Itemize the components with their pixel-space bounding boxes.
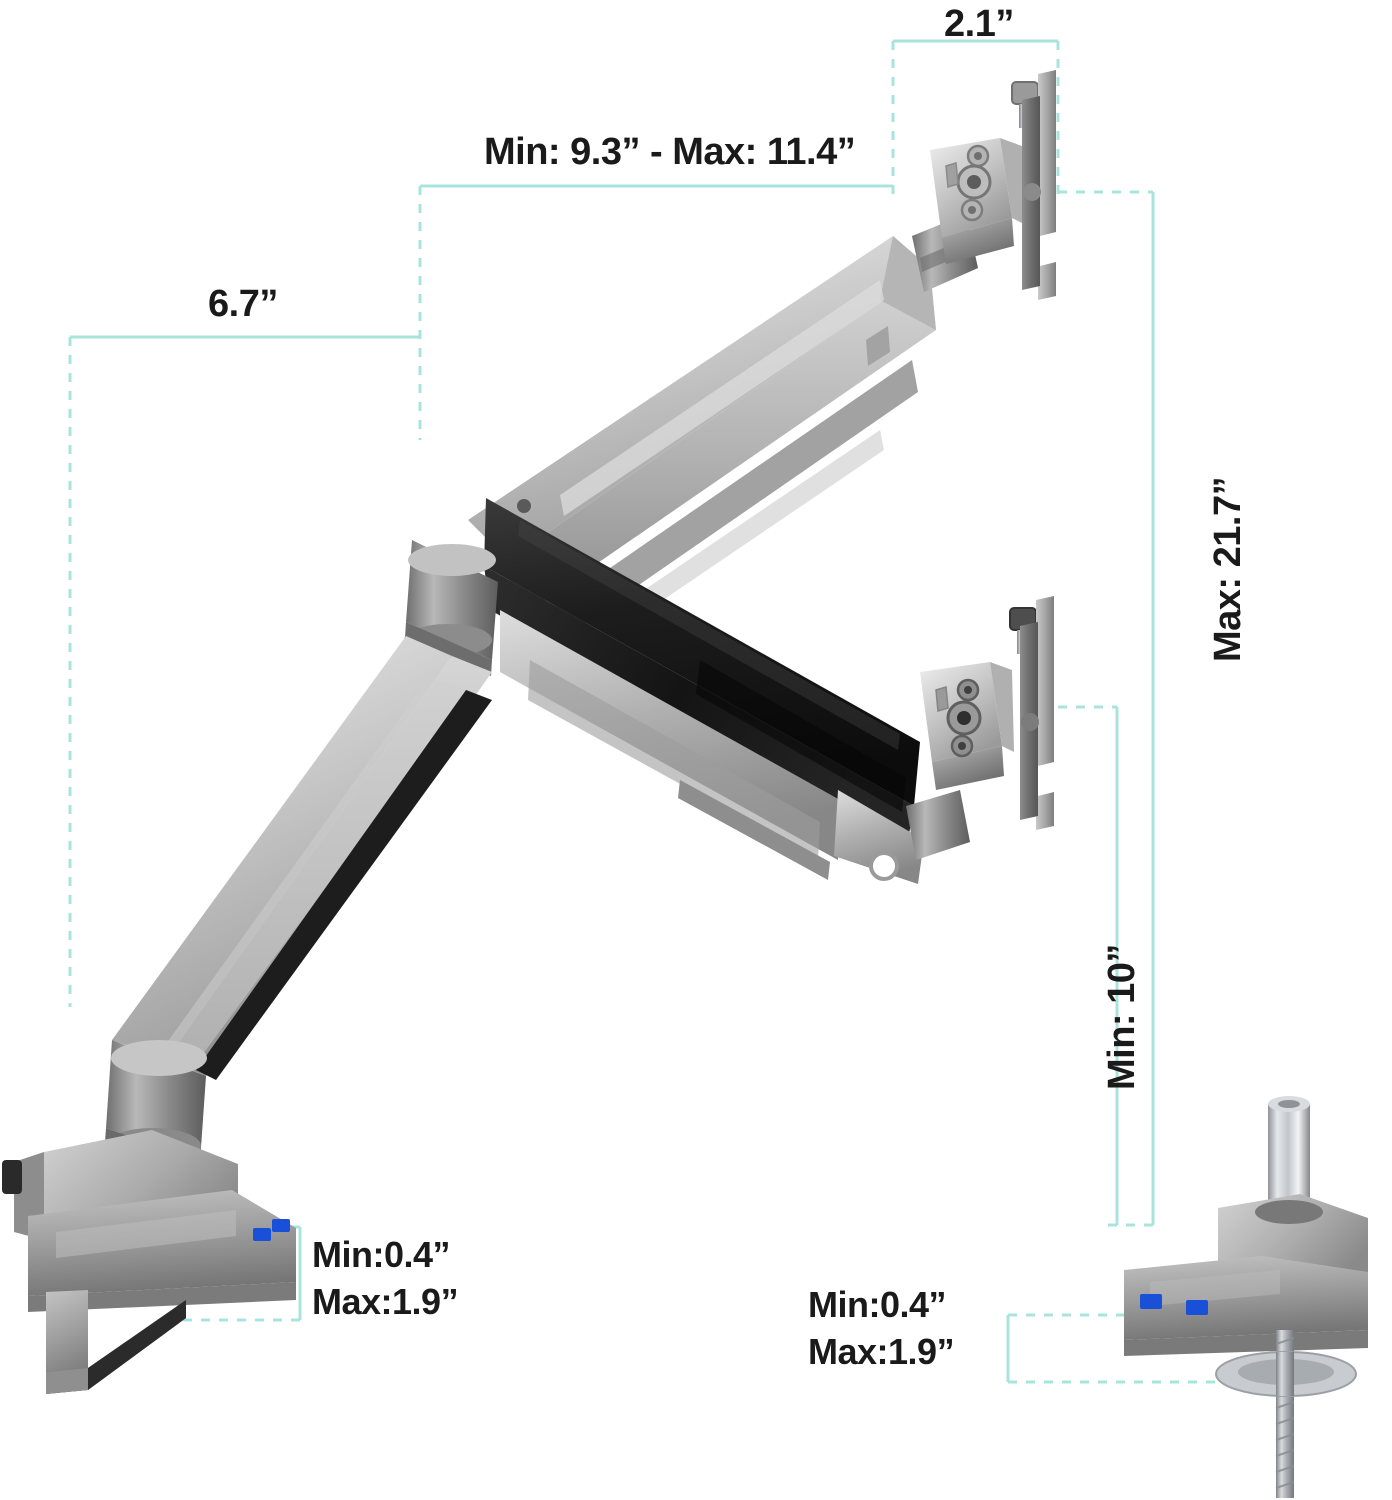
grommet-base xyxy=(1124,1096,1368,1498)
clamp-right-max: Max:1.9” xyxy=(808,1330,955,1372)
dimension-line-min-height xyxy=(1058,705,1119,1225)
dimension-label-clamp-thickness-right: Min:0.4” Max:1.9” xyxy=(808,1282,955,1376)
clamp-left-max: Max:1.9” xyxy=(312,1280,459,1322)
dimension-label-min-height: Min: 10” xyxy=(1101,944,1143,1090)
dimension-line-arm-reach xyxy=(418,184,893,440)
dimension-label-vesa-depth: 2.1” xyxy=(944,3,1014,45)
usb-port-icon xyxy=(1140,1294,1162,1309)
dimension-label-clamp-thickness-left: Min:0.4” Max:1.9” xyxy=(312,1232,459,1326)
dimension-label-base-offset: 6.7” xyxy=(208,283,278,325)
usb-port-icon xyxy=(272,1219,290,1232)
dimension-label-arm-reach: Min: 9.3” - Max: 11.4” xyxy=(484,131,856,173)
dimension-line-base-offset xyxy=(68,335,420,1007)
lower-arm-assembly xyxy=(105,540,924,1176)
usb-port-icon xyxy=(1186,1300,1208,1315)
cable-cover xyxy=(484,498,920,840)
dimension-label-max-height: Max: 21.7” xyxy=(1207,476,1249,662)
usb-port-icon xyxy=(253,1228,271,1241)
clamp-right-min: Min:0.4” xyxy=(808,1284,947,1325)
dimension-line-vesa-depth xyxy=(891,39,1060,200)
dimension-line-max-height xyxy=(1058,190,1155,1227)
vesa-head-upper xyxy=(912,70,1056,300)
dimension-line-clamp-thickness-right xyxy=(1006,1313,1235,1384)
clamp-base xyxy=(2,1130,296,1394)
vesa-head-lower xyxy=(906,596,1054,860)
clamp-left-min: Min:0.4” xyxy=(312,1234,451,1275)
